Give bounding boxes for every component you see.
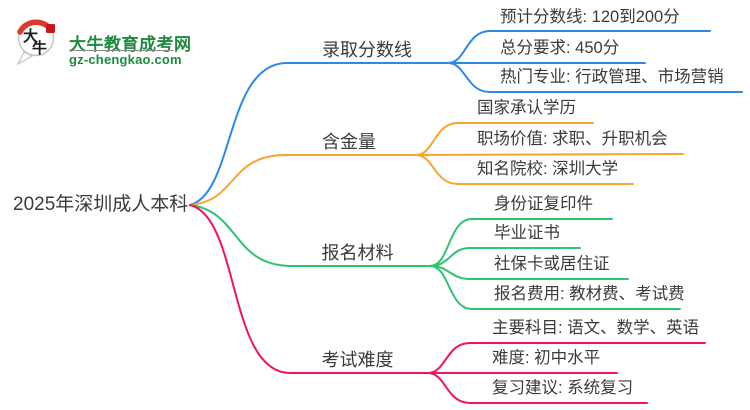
branch-wires-value <box>189 122 684 206</box>
leaf-registration-fees[interactable]: 报名费用: 教材费、考试费 <box>494 285 685 303</box>
leaf-popular-majors[interactable]: 热门专业: 行政管理、市场营销 <box>500 68 724 86</box>
branch-wires-difficulty <box>189 204 706 404</box>
leaf-main-subjects[interactable]: 主要科目: 语文、数学、英语 <box>492 319 700 337</box>
branch-label-difficulty[interactable]: 考试难度 <box>321 350 394 370</box>
logo-divider <box>69 50 173 51</box>
leaf-total-score[interactable]: 总分要求: 450分 <box>500 39 620 57</box>
logo-seal <box>46 24 55 33</box>
branch-label-materials[interactable]: 报名材料 <box>321 243 394 263</box>
logo-char-top: 大 <box>23 27 38 45</box>
leaf-difficulty-level[interactable]: 难度: 初中水平 <box>492 349 601 367</box>
leaf-state-recognized[interactable]: 国家承认学历 <box>477 99 576 117</box>
root-node[interactable]: 2025年深圳成人本科 <box>13 194 189 215</box>
logo-char-bottom: 牛 <box>32 39 47 57</box>
branch-wires-admission-score <box>189 30 743 206</box>
leaf-diploma[interactable]: 毕业证书 <box>494 224 560 242</box>
logo-subtitle: gz-chengkao.com <box>69 52 182 67</box>
leaf-career-value[interactable]: 职场价值: 求职、升职机会 <box>477 130 668 148</box>
branch-label-value[interactable]: 含金量 <box>322 132 376 152</box>
leaf-id-copy[interactable]: 身份证复印件 <box>494 195 593 213</box>
leaf-review-advice[interactable]: 复习建议: 系统复习 <box>492 379 634 397</box>
leaf-social-security-card[interactable]: 社保卡或居住证 <box>494 255 610 273</box>
site-logo[interactable]: 大 牛 大牛教育成考网 gz-chengkao.com <box>12 13 192 67</box>
logo-title: 大牛教育成考网 <box>69 35 192 54</box>
branch-label-admission-score[interactable]: 录取分数线 <box>322 40 412 60</box>
branch-wires-materials <box>189 204 681 310</box>
leaf-famous-school[interactable]: 知名院校: 深圳大学 <box>477 160 619 178</box>
leaf-expected-score[interactable]: 预计分数线: 120到200分 <box>500 8 680 26</box>
logo-bubble-icon: 大 牛 <box>16 19 55 66</box>
